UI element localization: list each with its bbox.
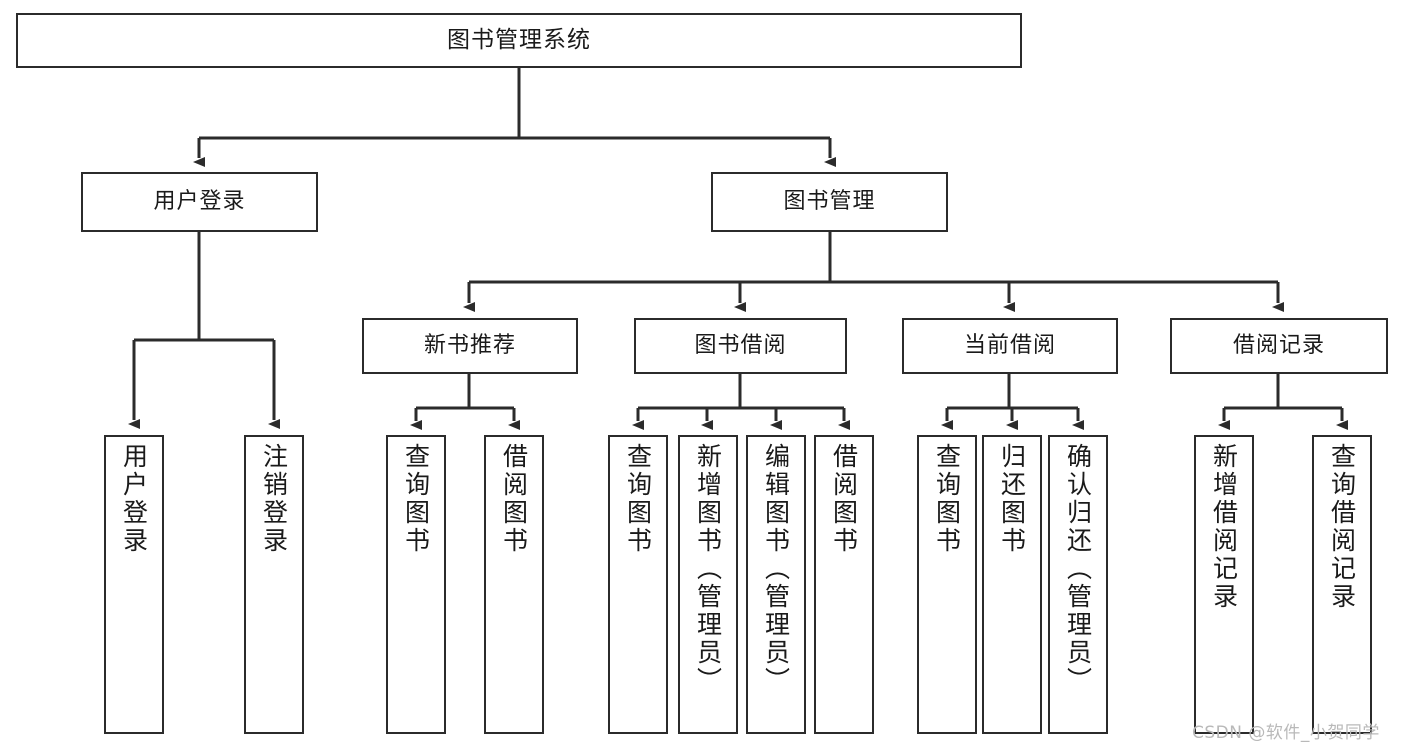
node-leaf-logout[interactable]: 注销登录 [244,435,304,734]
node-root-system[interactable]: 图书管理系统 [16,13,1022,68]
node-label: 用户登录 [119,443,149,555]
node-leaf-edit-book-admin[interactable]: 编辑图书（管理员） [746,435,806,734]
node-borrow-record[interactable]: 借阅记录 [1170,318,1388,374]
node-label: 图书借阅 [694,333,787,359]
node-user-login[interactable]: 用户登录 [81,172,318,232]
node-label: 查询图书 [932,443,962,555]
node-new-book-recommend[interactable]: 新书推荐 [362,318,578,374]
node-label: 借阅图书 [829,443,859,555]
node-book-borrow[interactable]: 图书借阅 [634,318,847,374]
node-label: 新书推荐 [423,333,516,359]
node-label: 当前借阅 [963,333,1056,359]
node-label: 用户登录 [153,189,246,215]
node-leaf-add-borrow-record[interactable]: 新增借阅记录 [1194,435,1254,734]
node-label: 图书管理系统 [447,26,591,53]
node-leaf-borrow-book-recommend[interactable]: 借阅图书 [484,435,544,734]
node-label: 注销登录 [259,443,289,555]
node-label: 新增借阅记录 [1209,443,1239,611]
node-leaf-borrow-book[interactable]: 借阅图书 [814,435,874,734]
node-leaf-query-book-recommend[interactable]: 查询图书 [386,435,446,734]
watermark-text: CSDN @软件_小贺同学 [1192,723,1380,743]
node-leaf-user-login[interactable]: 用户登录 [104,435,164,734]
node-label: 查询图书 [401,443,431,555]
node-label: 借阅记录 [1232,333,1325,359]
node-leaf-query-borrow-record[interactable]: 查询借阅记录 [1312,435,1372,734]
node-label: 新增图书（管理员） [693,443,723,695]
node-label: 归还图书 [997,443,1027,555]
node-book-manage[interactable]: 图书管理 [711,172,948,232]
node-label: 编辑图书（管理员） [761,443,791,695]
node-current-borrow[interactable]: 当前借阅 [902,318,1118,374]
node-leaf-query-book-borrow[interactable]: 查询图书 [608,435,668,734]
node-leaf-query-book-current[interactable]: 查询图书 [917,435,977,734]
node-label: 查询图书 [623,443,653,555]
node-leaf-add-book-admin[interactable]: 新增图书（管理员） [678,435,738,734]
node-label: 借阅图书 [499,443,529,555]
node-label: 查询借阅记录 [1327,443,1357,611]
node-label: 确认归还（管理员） [1063,443,1093,695]
node-leaf-confirm-return-admin[interactable]: 确认归还（管理员） [1048,435,1108,734]
node-leaf-return-book[interactable]: 归还图书 [982,435,1042,734]
node-label: 图书管理 [783,189,876,215]
